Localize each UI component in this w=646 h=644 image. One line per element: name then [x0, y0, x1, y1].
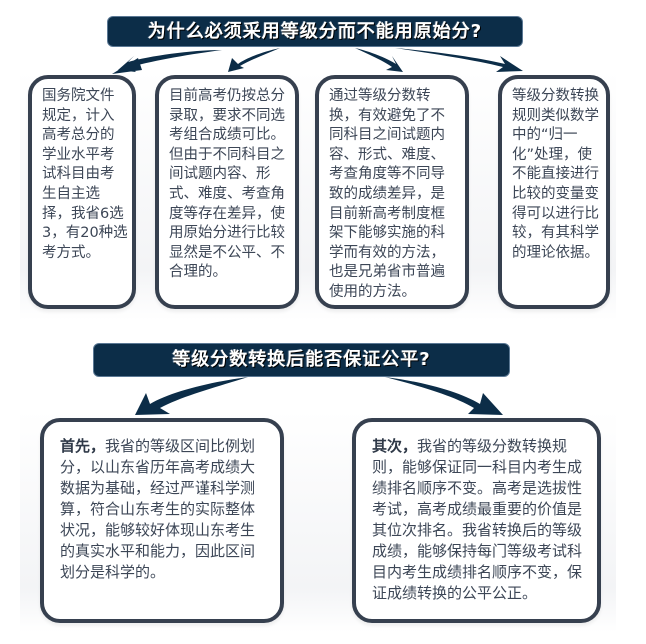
fairness-box-second: 其次，我省的等级分数转换规则，能够保证同一科目内考生成绩排名顺序不变。高考是选拔… [352, 418, 601, 623]
section2-title: 等级分数转换后能否保证公平? [172, 349, 431, 370]
section2-title-banner: 等级分数转换后能否保证公平? [93, 343, 510, 377]
arrow-to-box-4-icon [395, 48, 523, 72]
fairness-box-first: 首先，我省的等级区间比例划分，以山东省历年高考成绩大数据为基础，经过严谨科学测算… [40, 418, 284, 623]
arrow-to-box-3-icon [355, 48, 403, 72]
fairness-box-second-lead: 其次， [372, 437, 418, 455]
arrow-to-box-1-icon [118, 50, 222, 72]
reason-box-3: 通过等级分数转换，有效避免了不同科目之间试题内容、形式、难度、考查角度等不同导致… [315, 75, 469, 309]
reason-box-2-text: 目前高考仍按总分录取，要求不同选考组合成绩可比。但由于不同科目之间试题内容、形式… [169, 88, 285, 281]
reason-box-2: 目前高考仍按总分录取，要求不同选考组合成绩可比。但由于不同科目之间试题内容、形式… [155, 75, 299, 309]
fairness-box-second-text: 我省的等级分数转换规则，能够保证同一科目内考生成绩排名顺序不变。高考是选拔性考试… [372, 437, 583, 602]
reason-box-3-text: 通过等级分数转换，有效避免了不同科目之间试题内容、形式、难度、考查角度等不同导致… [329, 88, 445, 300]
fairness-box-second-paragraph: 其次，我省的等级分数转换规则，能够保证同一科目内考生成绩排名顺序不变。高考是选拔… [372, 436, 585, 604]
section1-title: 为什么必须采用等级分而不能用原始分? [147, 21, 483, 42]
fairness-box-first-paragraph: 首先，我省的等级区间比例划分，以山东省历年高考成绩大数据为基础，经过严谨科学测算… [60, 436, 266, 583]
arrow-to-box-2-icon [228, 48, 280, 72]
reason-box-4-text: 等级分数转换规则类似数学中的“归一化”处理，使不能直接进行比较的变量变得可以进行… [512, 88, 599, 261]
section1-title-banner: 为什么必须采用等级分而不能用原始分? [107, 16, 523, 47]
fairness-box-first-text: 我省的等级区间比例划分，以山东省历年高考成绩大数据为基础，经过严谨科学测算，符合… [60, 437, 256, 581]
reason-box-1-text: 国务院文件规定，计入高考总分的学业水平考试科目由考生自主选择，我省6选3，有20… [42, 88, 128, 261]
fairness-box-first-lead: 首先， [60, 437, 106, 455]
reason-box-4: 等级分数转换规则类似数学中的“归一化”处理，使不能直接进行比较的变量变得可以进行… [498, 75, 610, 309]
reason-box-1: 国务院文件规定，计入高考总分的学业水平考试科目由考生自主选择，我省6选3，有20… [28, 75, 136, 309]
